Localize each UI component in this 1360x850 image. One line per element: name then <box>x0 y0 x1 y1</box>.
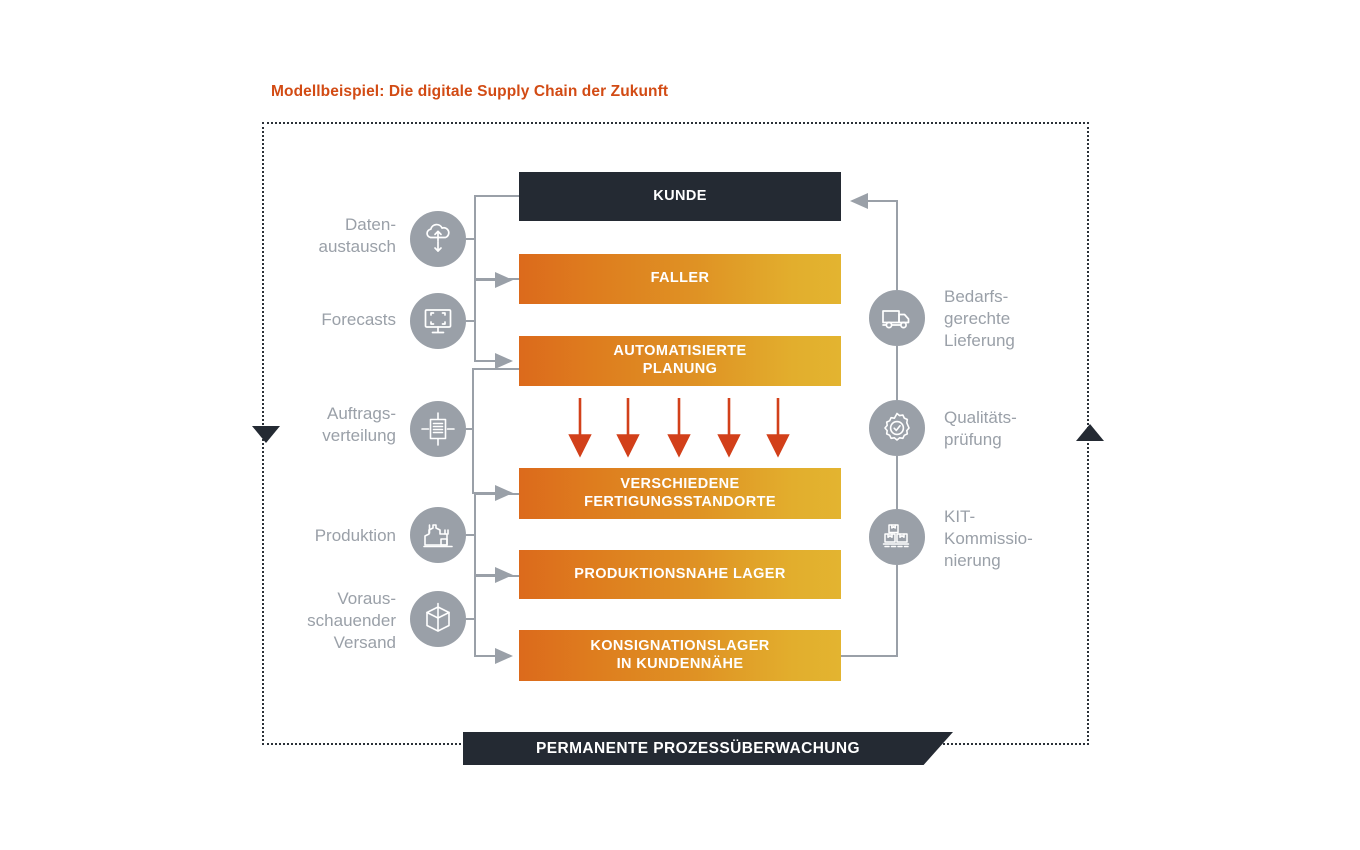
box-fertigungsstandorte[interactable]: VERSCHIEDENE FERTIGUNGSSTANDORTE <box>519 468 841 519</box>
box-kunde-label: KUNDE <box>653 187 707 204</box>
box-konsignationslager[interactable]: KONSIGNATIONSLAGER IN KUNDENNÄHE <box>519 630 841 681</box>
label-produktion: Produktion <box>218 525 396 547</box>
label-kit-line3: nierung <box>944 550 1001 570</box>
box-konsignation-label-line1: KONSIGNATIONSLAGER <box>590 637 770 654</box>
cloud-exchange-icon[interactable] <box>410 211 466 267</box>
label-forecasts: Forecasts <box>218 309 396 331</box>
flow-in-triangle-icon <box>252 426 280 443</box>
label-qualitaetspruefung: Qualitäts- prüfung <box>944 407 1134 451</box>
label-auftragsverteilung-line2: verteilung <box>322 425 396 445</box>
box-produktionsnahe-lager[interactable]: PRODUKTIONSNAHE LAGER <box>519 550 841 599</box>
label-datenaustausch-line1: Daten- <box>344 215 396 234</box>
box-fertigung-label-line1: VERSCHIEDENE <box>620 475 740 492</box>
label-vorausschauender-versand: Voraus- schauender Versand <box>218 588 396 653</box>
label-lieferung-line1: Bedarfs- <box>944 287 1009 306</box>
factory-icon[interactable] <box>410 507 466 563</box>
box-konsignation-label-line2: IN KUNDENNÄHE <box>616 655 744 672</box>
page-title: Modellbeispiel: Die digitale Supply Chai… <box>271 83 669 100</box>
box-faller[interactable]: FALLER <box>519 254 841 304</box>
quality-seal-icon[interactable] <box>869 400 925 456</box>
kit-picking-icon[interactable] <box>869 509 925 565</box>
label-auftragsverteilung: Auftrags- verteilung <box>218 403 396 447</box>
monitor-forecast-icon[interactable] <box>410 293 466 349</box>
box-fertigung-label-line2: FERTIGUNGSSTANDORTE <box>584 493 776 510</box>
label-qualitaet-line1: Qualitäts- <box>944 408 1017 427</box>
box-planung-label-line1: AUTOMATISIERTE <box>613 343 747 360</box>
label-forecasts-line1: Forecasts <box>321 310 396 329</box>
banner-shape <box>463 732 953 765</box>
label-lieferung-line2: gerechte <box>944 308 1011 328</box>
label-voraus-line1: Voraus- <box>337 589 396 608</box>
box-kunde[interactable]: KUNDE <box>519 172 841 221</box>
label-voraus-line3: Versand <box>333 632 396 652</box>
label-lieferung-line3: Lieferung <box>944 330 1015 350</box>
label-kit-kommissionierung: KIT- Kommissio- nierung <box>944 506 1134 571</box>
label-voraus-line2: schauender <box>307 610 396 630</box>
banner-label: PERMANENTE PROZESSÜBERWACHUNG <box>536 739 860 757</box>
label-datenaustausch-line2: austausch <box>318 236 397 256</box>
label-kit-line1: KIT- <box>944 507 976 526</box>
label-produktion-line1: Produktion <box>314 526 396 545</box>
label-bedarfsgerechte-lieferung: Bedarfs- gerechte Lieferung <box>944 286 1134 351</box>
label-auftragsverteilung-line1: Auftrags- <box>327 404 396 423</box>
order-distribution-icon[interactable] <box>410 401 466 457</box>
label-qualitaet-line2: prüfung <box>944 429 1002 449</box>
cube-shipping-icon[interactable] <box>410 591 466 647</box>
process-monitoring-banner: PERMANENTE PROZESSÜBERWACHUNG <box>463 732 953 765</box>
box-lager-label: PRODUKTIONSNAHE LAGER <box>574 565 786 582</box>
truck-icon[interactable] <box>869 290 925 346</box>
box-automatisierte-planung[interactable]: AUTOMATISIERTE PLANUNG <box>519 336 841 386</box>
label-datenaustausch: Daten- austausch <box>218 214 397 258</box>
label-kit-line2: Kommissio- <box>944 528 1033 548</box>
box-faller-label: FALLER <box>650 270 710 287</box>
flow-out-triangle-icon <box>1076 424 1104 441</box>
box-planung-label-line2: PLANUNG <box>642 361 718 377</box>
